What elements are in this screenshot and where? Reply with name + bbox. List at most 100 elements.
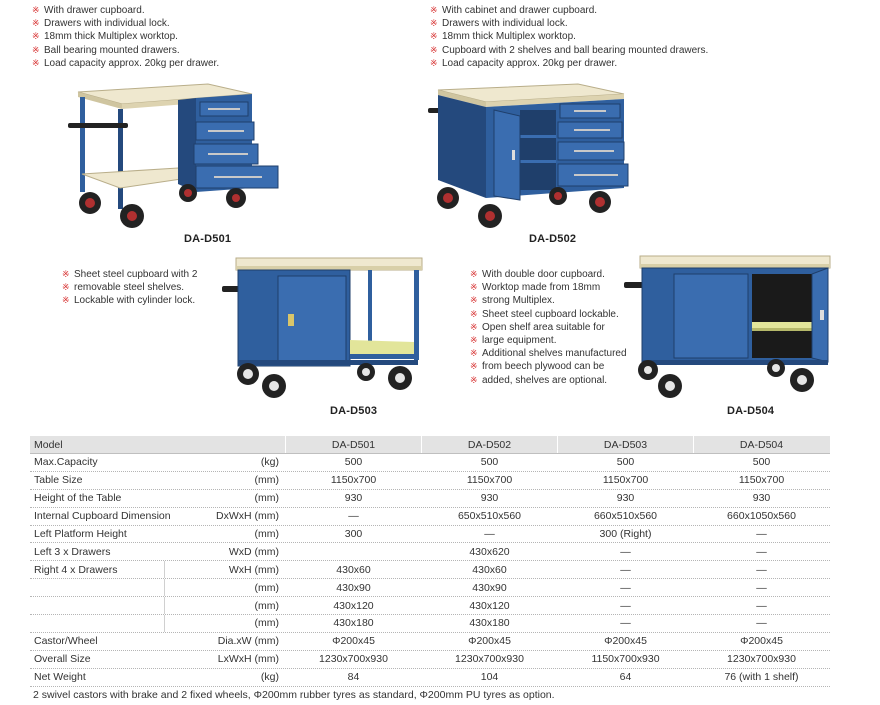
table-cell: 930 bbox=[421, 489, 557, 507]
bullet-mark-icon: ※ bbox=[32, 44, 40, 55]
bullet-mark-icon: ※ bbox=[470, 308, 478, 319]
spec-table: Model DA-D501 DA-D502 DA-D503 DA-D504 Ma… bbox=[30, 436, 830, 687]
feature-text: With drawer cupboard. bbox=[44, 5, 145, 16]
d501-features: ※With drawer cupboard.※Drawers with indi… bbox=[32, 4, 219, 70]
d504-workbench-image bbox=[624, 255, 831, 398]
feature-item: ※large equipment. bbox=[470, 334, 627, 347]
feature-item: ※Ball bearing mounted drawers. bbox=[32, 44, 219, 57]
bullet-mark-icon: ※ bbox=[430, 31, 438, 42]
bullet-mark-icon: ※ bbox=[430, 5, 438, 15]
bullet-mark-icon: ※ bbox=[470, 348, 478, 359]
row-label: Max.Capacity bbox=[34, 456, 98, 469]
bullet-mark-icon: ※ bbox=[470, 361, 478, 372]
table-cell: 430x60 bbox=[285, 561, 421, 579]
table-cell: 500 bbox=[557, 454, 693, 471]
bullet-mark-icon: ※ bbox=[32, 57, 40, 68]
feature-text: With double door cupboard. bbox=[482, 269, 605, 280]
feature-item: ※ Open shelf area suitable for bbox=[470, 321, 627, 334]
row-unit: WxH (mm) bbox=[228, 563, 279, 576]
feature-item: ※With cabinet and drawer cupboard. bbox=[430, 4, 708, 17]
d502-workbench-image bbox=[428, 83, 629, 228]
row-unit: (kg) bbox=[260, 456, 279, 469]
d503-model-label: DA-D503 bbox=[330, 405, 378, 417]
table-cell: 430x90 bbox=[421, 579, 557, 597]
table-cell: 84 bbox=[285, 668, 421, 686]
table-cell: 300 (Right) bbox=[557, 525, 693, 543]
table-cell: 64 bbox=[557, 668, 693, 686]
feature-item: ※With drawer cupboard. bbox=[32, 4, 219, 17]
bullet-mark-icon: ※ bbox=[62, 295, 70, 306]
d502-model-label: DA-D502 bbox=[529, 233, 577, 245]
row-unit: DxWxH (mm) bbox=[216, 510, 279, 523]
row-label: Right 4 x Drawers bbox=[30, 561, 165, 579]
table-cell: 430x60 bbox=[421, 561, 557, 579]
table-cell: 430x120 bbox=[421, 597, 557, 615]
d501-model-label: DA-D501 bbox=[184, 233, 232, 245]
row-label: Height of the Table bbox=[34, 492, 122, 505]
table-cell: — bbox=[285, 507, 421, 525]
row-unit: WxD (mm) bbox=[228, 545, 279, 558]
table-cell: 430x180 bbox=[285, 615, 421, 632]
feature-text: Cupboard with 2 shelves and ball bearing… bbox=[442, 44, 709, 56]
d503-workbench-image bbox=[222, 257, 423, 398]
header-col: DA-D504 bbox=[693, 436, 829, 453]
row-unit: (mm) bbox=[254, 492, 280, 505]
feature-text: Sheet steel cupboard lockable. bbox=[482, 308, 619, 320]
table-cell: — bbox=[693, 597, 829, 615]
table-cell: 660x1050x560 bbox=[693, 507, 829, 525]
table-cell: 930 bbox=[693, 489, 829, 507]
bullet-mark-icon: ※ bbox=[32, 31, 40, 42]
table-cell: Φ200x45 bbox=[557, 632, 693, 650]
table-cell: — bbox=[693, 561, 829, 579]
table-cell: 1230x700x930 bbox=[421, 650, 557, 668]
bullet-mark-icon: ※ bbox=[470, 295, 478, 306]
table-cell: 1230x700x930 bbox=[285, 650, 421, 668]
bullet-mark-icon: ※ bbox=[470, 335, 478, 346]
bullet-mark-icon: ※ bbox=[430, 44, 438, 55]
table-cell: — bbox=[557, 615, 693, 632]
header-col: DA-D503 bbox=[557, 436, 693, 453]
row-unit: (mm) bbox=[254, 528, 280, 540]
feature-text: Lockable with cylinder lock. bbox=[74, 295, 196, 307]
table-cell: 930 bbox=[557, 489, 693, 507]
d504-features: ※With double door cupboard.※Worktop made… bbox=[470, 268, 627, 387]
row-label: Net Weight bbox=[34, 671, 86, 684]
feature-item: ※Load capacity approx. 20kg per drawer. bbox=[430, 57, 708, 70]
table-row: Left Platform Height(mm)300—300 (Right)— bbox=[30, 525, 830, 544]
bullet-mark-icon: ※ bbox=[430, 57, 438, 68]
table-cell: 1150x700 bbox=[285, 471, 421, 489]
table-cell: 430x90 bbox=[285, 579, 421, 597]
bullet-mark-icon: ※ bbox=[470, 269, 478, 279]
row-label: Internal Cupboard Dimension bbox=[34, 510, 171, 523]
header-col: DA-D501 bbox=[285, 436, 421, 453]
feature-item: ※removable steel shelves. bbox=[62, 281, 197, 294]
feature-item: ※18mm thick Multiplex worktop. bbox=[430, 30, 708, 43]
bullet-mark-icon: ※ bbox=[62, 282, 70, 293]
feature-text: Open shelf area suitable for bbox=[482, 321, 605, 333]
table-cell: 300 bbox=[285, 525, 421, 543]
table-cell: 1150x700 bbox=[557, 471, 693, 489]
table-cell: 1150x700x930 bbox=[557, 650, 693, 668]
feature-text: Sheet steel cupboard with 2 bbox=[74, 269, 198, 280]
table-cell: 930 bbox=[285, 489, 421, 507]
table-cell: — bbox=[557, 561, 693, 579]
row-label: Castor/Wheel bbox=[34, 635, 98, 648]
feature-item: ※Drawers with individual lock. bbox=[430, 17, 708, 30]
table-cell: Φ200x45 bbox=[693, 632, 829, 650]
table-cell: 76 (with 1 shelf) bbox=[693, 668, 829, 686]
header-model-label: Model bbox=[34, 438, 63, 451]
row-label: Table Size bbox=[34, 474, 83, 487]
bullet-mark-icon: ※ bbox=[470, 321, 478, 332]
table-cell: — bbox=[693, 525, 829, 543]
bullet-mark-icon: ※ bbox=[430, 18, 438, 29]
table-cell: — bbox=[557, 597, 693, 615]
feature-text: Load capacity approx. 20kg per drawer. bbox=[44, 57, 220, 69]
table-cell: 430x120 bbox=[285, 597, 421, 615]
feature-item: ※ Cupboard with 2 shelves and ball bearin… bbox=[430, 44, 708, 57]
table-cell: 430x620 bbox=[421, 543, 557, 561]
bullet-mark-icon: ※ bbox=[470, 282, 478, 293]
